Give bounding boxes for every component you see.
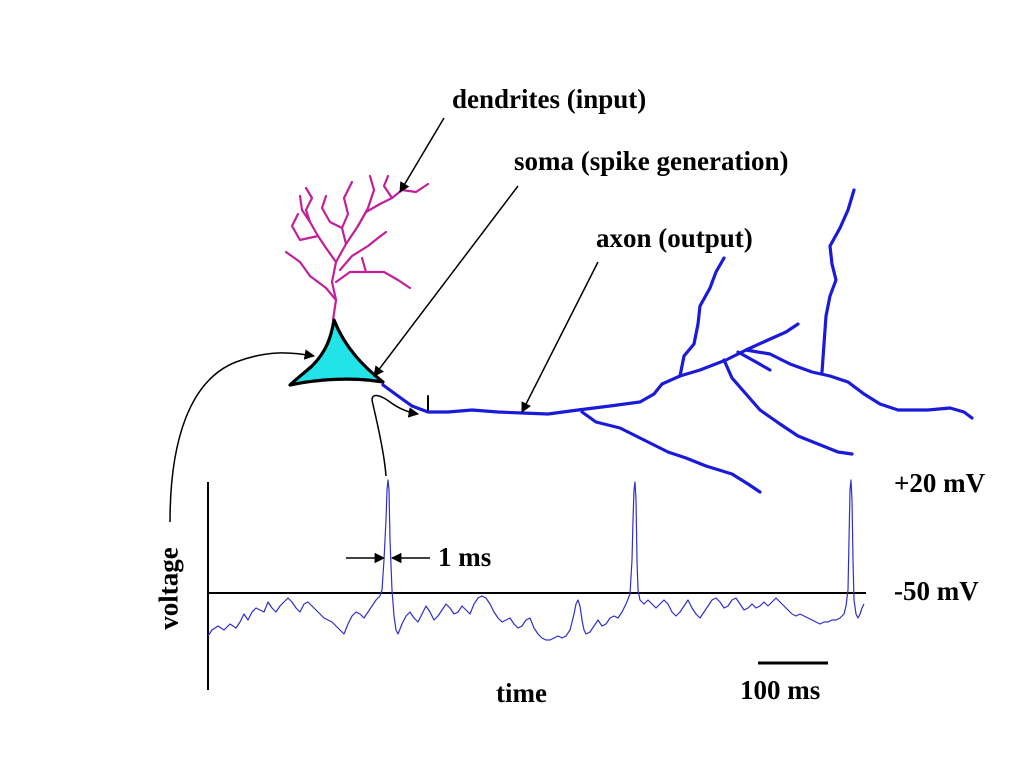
time-label: time [496,678,547,708]
voltage-label: voltage [153,547,184,630]
one-ms-label: 1 ms [438,542,492,572]
plot-axes [207,482,866,690]
soma-label: soma (spike generation) [514,146,789,176]
voltage-trace [207,479,865,641]
minus50-label: -50 mV [894,576,979,606]
branching-axon-icon [381,188,974,494]
soma-arrow [373,185,519,377]
dendrites-arrow [399,117,445,193]
soma-icon [288,318,385,387]
label-arrows [169,117,599,523]
voltage-arrow [169,349,316,523]
dendrites-label: dendrites (input) [452,84,647,114]
plus20-label: +20 mV [894,468,986,498]
dendritic-tree-icon [284,174,430,322]
axon-arrow [521,261,599,413]
spike-connector [371,394,420,477]
axon-label: axon (output) [596,223,753,253]
scale-bar-label: 100 ms [740,675,821,705]
